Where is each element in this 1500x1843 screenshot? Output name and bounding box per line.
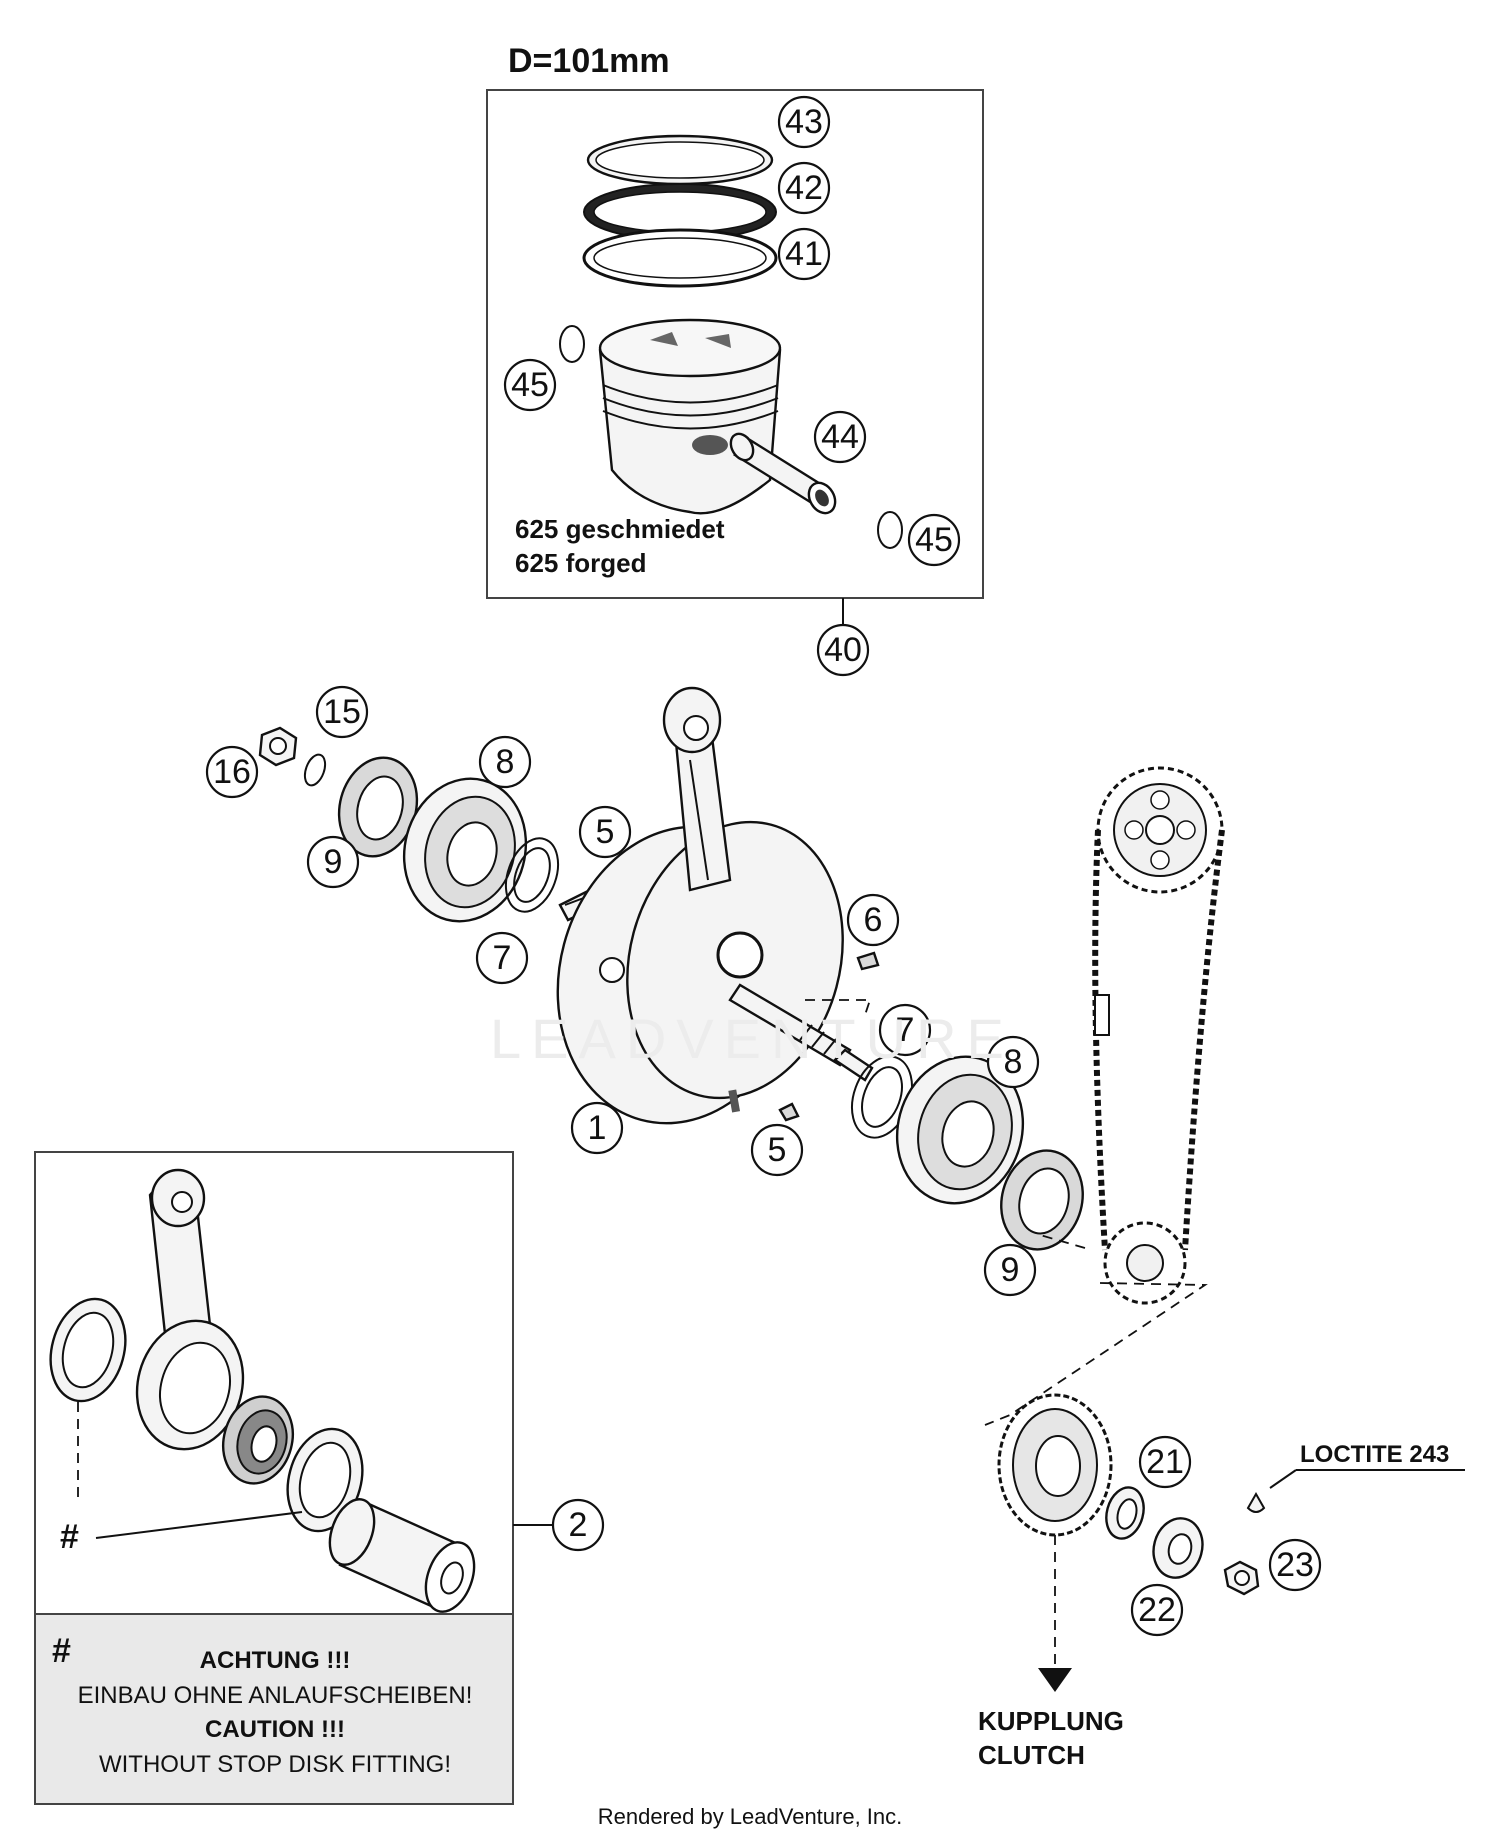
warning-line-1: ACHTUNG !!! xyxy=(200,1647,351,1674)
piston-ring-43 xyxy=(586,134,774,186)
callout-16: 16 xyxy=(205,745,259,799)
svg-text:23: 23 xyxy=(1276,1546,1314,1584)
svg-text:9: 9 xyxy=(324,843,343,881)
svg-text:1: 1 xyxy=(588,1109,607,1147)
callout-9-right: 9 xyxy=(983,1243,1037,1297)
piston-ring-41 xyxy=(582,228,778,288)
callout-45-right: 45 xyxy=(907,513,961,567)
callout-5-top: 5 xyxy=(578,805,632,859)
svg-text:8: 8 xyxy=(1004,1043,1023,1081)
svg-text:45: 45 xyxy=(915,521,953,559)
shaft-seal-9-right xyxy=(1000,1149,1084,1251)
svg-text:44: 44 xyxy=(821,418,859,456)
hash-marker: # xyxy=(60,1518,79,1556)
conrod-kit-group: # 2 # ACHTUNG !!! EINBAU OHNE ANLAUFSCHE… xyxy=(34,1151,605,1805)
nut-23 xyxy=(1223,1560,1260,1596)
ball-bearing-8-left xyxy=(402,777,528,923)
lock-washer-21 xyxy=(1105,1486,1145,1540)
shim-7-left xyxy=(504,837,560,913)
callout-2: 2 xyxy=(551,1498,605,1552)
svg-text:16: 16 xyxy=(213,753,251,791)
svg-text:42: 42 xyxy=(785,169,823,207)
svg-text:21: 21 xyxy=(1146,1443,1184,1481)
svg-text:5: 5 xyxy=(768,1131,787,1169)
callout-6: 6 xyxy=(846,893,900,947)
callout-15: 15 xyxy=(315,685,369,739)
callout-22: 22 xyxy=(1130,1583,1184,1637)
svg-text:6: 6 xyxy=(864,901,883,939)
conrod-2 xyxy=(135,1168,245,1451)
piston-kit-group: D=101mm xyxy=(486,42,984,677)
callout-40: 40 xyxy=(816,623,870,677)
crank-pin xyxy=(328,1498,476,1613)
warning-line-4: WITHOUT STOP DISK FITTING! xyxy=(99,1751,451,1778)
watermark: LEADVENTURE xyxy=(490,1007,1014,1070)
svg-text:15: 15 xyxy=(323,693,361,731)
callout-8-left: 8 xyxy=(478,735,532,789)
piston-pin-44 xyxy=(729,432,837,515)
circlip-45-right xyxy=(877,511,903,549)
clutch-arrow-icon xyxy=(1038,1668,1072,1692)
shaft-seal-9-left xyxy=(337,756,419,858)
warning-line-3: CAUTION !!! xyxy=(205,1716,345,1743)
callout-45-left: 45 xyxy=(503,358,557,412)
callout-21: 21 xyxy=(1138,1435,1192,1489)
callout-41: 41 xyxy=(777,227,831,281)
callout-44: 44 xyxy=(813,410,867,464)
svg-text:22: 22 xyxy=(1138,1591,1176,1629)
svg-text:7: 7 xyxy=(896,1011,915,1049)
callout-8-right: 8 xyxy=(986,1035,1040,1089)
svg-text:5: 5 xyxy=(596,813,615,851)
svg-text:9: 9 xyxy=(1001,1251,1020,1289)
woodruff-key-6 xyxy=(856,951,880,971)
svg-text:45: 45 xyxy=(511,366,549,404)
svg-text:2: 2 xyxy=(569,1506,588,1544)
clutch-label-en: CLUTCH xyxy=(978,1740,1085,1770)
callout-42: 42 xyxy=(777,161,831,215)
svg-text:43: 43 xyxy=(785,103,823,141)
svg-text:8: 8 xyxy=(496,743,515,781)
washer-15 xyxy=(303,753,327,787)
circlip-45-left xyxy=(559,325,585,363)
piston-note-de: 625 geschmiedet xyxy=(515,514,725,544)
clutch-side-parts: LOCTITE 243 KUPPLUNG CLUTCH 21 22 23 xyxy=(978,1393,1465,1770)
clutch-label-de: KUPPLUNG xyxy=(978,1706,1124,1736)
loctite-drop-icon xyxy=(1246,1491,1266,1513)
svg-text:41: 41 xyxy=(785,235,823,273)
needle-bearing xyxy=(222,1395,294,1485)
woodruff-key-5-bottom xyxy=(778,1102,800,1122)
callout-7-right: 7 xyxy=(878,1003,932,1057)
nut-16 xyxy=(258,726,298,767)
warning-box xyxy=(34,1613,514,1805)
warning-symbol: # xyxy=(52,1632,71,1670)
callout-9-left: 9 xyxy=(306,835,360,889)
loctite-label: LOCTITE 243 xyxy=(1300,1441,1449,1468)
ball-bearing-8-right xyxy=(895,1055,1025,1205)
thrust-washer-left xyxy=(49,1297,127,1403)
timing-chain xyxy=(1092,766,1225,1305)
nut-22 xyxy=(1152,1517,1204,1579)
primary-gear xyxy=(997,1393,1113,1537)
footer-credit: Rendered by LeadVenture, Inc. xyxy=(598,1804,903,1829)
callout-7-left: 7 xyxy=(475,931,529,985)
svg-text:40: 40 xyxy=(824,631,862,669)
crankshaft-assembly: 15 16 8 9 5 7 6 7 8 1 5 9 xyxy=(205,685,1084,1297)
callout-23: 23 xyxy=(1268,1538,1322,1592)
warning-line-2: EINBAU OHNE ANLAUFSCHEIBEN! xyxy=(78,1682,473,1709)
piston-40 xyxy=(598,318,782,515)
callout-1: 1 xyxy=(570,1101,624,1155)
piston-diameter-title: D=101mm xyxy=(508,42,670,80)
callout-5-bottom: 5 xyxy=(750,1123,804,1177)
connecting-rod xyxy=(662,686,732,892)
thrust-washer-right xyxy=(286,1427,364,1533)
piston-note-en: 625 forged xyxy=(515,548,647,578)
svg-text:7: 7 xyxy=(493,939,512,977)
callout-43: 43 xyxy=(777,95,831,149)
